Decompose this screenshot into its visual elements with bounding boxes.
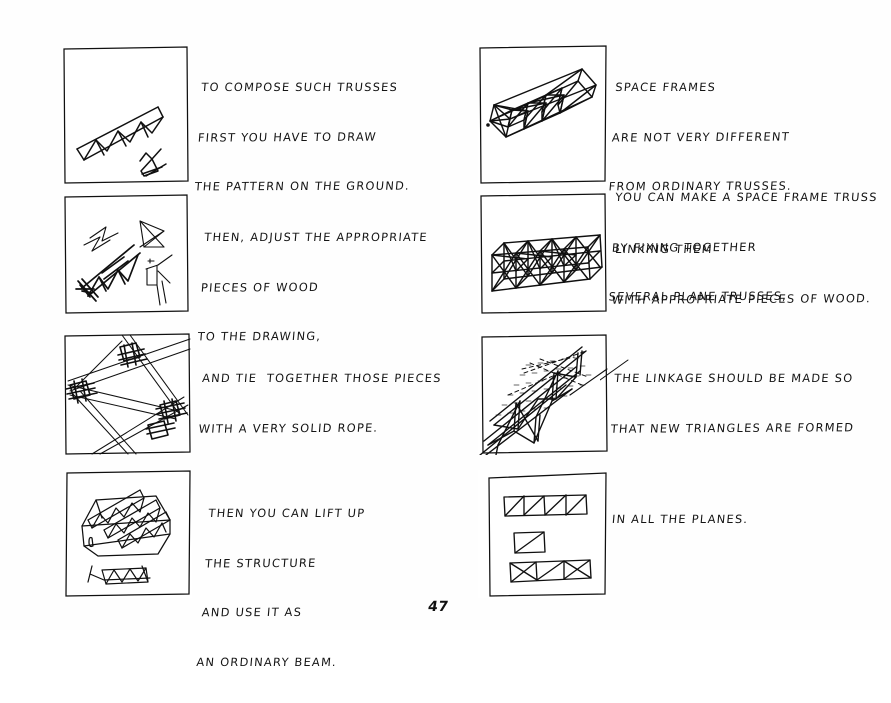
panel-tying-joints-with-rope: [62, 333, 192, 455]
panel-linkage-forming-triangles: [478, 333, 608, 455]
caption-line: FIRST YOU HAVE TO DRAW: [197, 129, 378, 145]
caption-line: THE STRUCTURE: [204, 555, 318, 570]
panel-lifting-structure-as-beam: [62, 470, 192, 598]
caption-line: TO COMPOSE SUCH TRUSSES: [200, 80, 399, 94]
caption-line: THEN YOU CAN LIFT UP: [207, 506, 366, 520]
panel-plane-trusses-diagrams: [478, 470, 608, 598]
caption-line: THEN, ADJUST THE APPROPRIATE: [203, 230, 429, 244]
panel-space-frame-box-truss: [478, 45, 608, 185]
caption-line: AND USE IT AS: [201, 604, 303, 620]
caption-panel-8: IN ALL THE PLANES.: [608, 478, 752, 561]
caption-line: PIECES OF WOOD: [200, 279, 320, 295]
caption-line: THAT NEW TRIANGLES ARE FORMED: [610, 419, 855, 436]
caption-line: LINKING THEM: [614, 242, 714, 256]
caption-line: YOU CAN MAKE A SPACE FRAME TRUSS: [614, 190, 879, 204]
caption-line: SPACE FRAMES: [614, 80, 717, 94]
caption-line: THE LINKAGE SHOULD BE MADE SO: [613, 371, 855, 385]
caption-panel-6-b: LINKING THEM WITH APPROPRIATE PIECES OF …: [607, 208, 879, 340]
caption-line: WITH A VERY SOLID ROPE.: [198, 420, 380, 436]
page-number: 47: [426, 599, 450, 615]
panel-space-frame-lattice: [478, 193, 608, 315]
caption-line: IN ALL THE PLANES.: [611, 512, 749, 526]
panel-truss-pattern-on-ground: [62, 45, 190, 185]
caption-panel-7: THE LINKAGE SHOULD BE MADE SO THAT NEW T…: [606, 337, 862, 469]
caption-panel-4: THEN YOU CAN LIFT UP THE STRUCTURE AND U…: [192, 472, 369, 703]
panel-adjusting-pieces-of-wood: [62, 193, 190, 315]
notebook-page: TO COMPOSE SUCH TRUSSES FIRST YOU HAVE T…: [62, 45, 879, 669]
caption-line: ARE NOT VERY DIFFERENT: [611, 128, 791, 145]
caption-line: THE PATTERN ON THE GROUND.: [194, 178, 411, 194]
caption-line: AN ORDINARY BEAM.: [195, 654, 338, 669]
caption-panel-3: AND TIE TOGETHER THOSE PIECES WITH A VER…: [194, 337, 445, 469]
caption-line: AND TIE TOGETHER THOSE PIECES: [201, 371, 443, 385]
caption-line: WITH APPROPRIATE PIECES OF WOOD.: [611, 290, 872, 307]
